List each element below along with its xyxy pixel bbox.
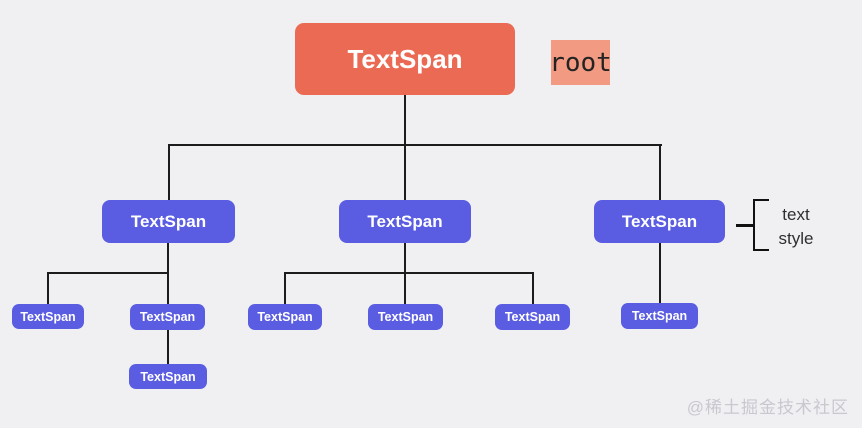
bracket-shape [753,199,769,251]
level3-node-6: TextSpan [621,303,698,329]
level3-node-1-label: TextSpan [20,309,76,324]
connector-root-vertical [404,95,406,200]
connector-left-horizontal [47,272,169,274]
level3-node-3-label: TextSpan [257,310,313,324]
connector-center-child3-drop [532,272,534,305]
connector-node2-down [404,243,406,305]
level3-node-2-label: TextSpan [139,310,196,324]
level2-node-1: TextSpan [102,200,235,243]
connector-node1-down [167,243,169,305]
connector-top-horizontal [168,144,662,146]
level2-node-2: TextSpan [339,200,471,243]
connector-drop-left [168,144,170,200]
connector-drop-right [659,144,661,200]
level2-node-3-label: TextSpan [621,211,698,231]
bracket-connector-line [736,224,755,227]
level3-node-2: TextSpan [130,304,205,330]
connector-level4-down [167,330,169,365]
watermark: @稀土掘金技术社区 [686,398,849,417]
connector-center-horizontal [284,272,534,274]
root-tag-label: root [549,47,612,78]
level3-node-3: TextSpan [248,304,322,330]
root-tag: root [549,40,612,85]
annotation-line-1: text [782,205,810,224]
connector-left-child1-drop [47,272,49,305]
text-style-annotation: text style [766,203,826,251]
level2-node-1-label: TextSpan [130,211,207,231]
level3-node-5-label: TextSpan [504,310,561,324]
level3-node-1: TextSpan [12,304,84,329]
level4-node-1-label: TextSpan [140,369,196,384]
root-node-label: TextSpan [347,43,463,74]
connector-center-child1-drop [284,272,286,305]
root-node: TextSpan [295,23,515,95]
connector-node3-down [659,243,661,304]
level3-node-6-label: TextSpan [631,309,688,323]
level3-node-4-label: TextSpan [377,310,434,324]
annotation-line-2: style [778,229,814,248]
level2-node-2-label: TextSpan [367,211,443,231]
level4-node-1: TextSpan [129,364,207,389]
level3-node-5: TextSpan [495,304,570,330]
level2-node-3: TextSpan [594,200,725,243]
level3-node-4: TextSpan [368,304,443,330]
